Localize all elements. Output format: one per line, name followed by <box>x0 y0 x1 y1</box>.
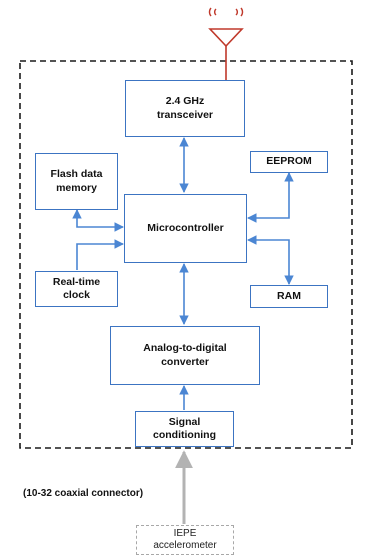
iepe-label-1: IEPE <box>173 527 197 539</box>
rtc-label-1: Real-time <box>52 275 101 288</box>
signal-label-1: Signal <box>168 415 201 428</box>
antenna-icon <box>208 28 244 80</box>
microcontroller-label: Microcontroller <box>147 221 224 234</box>
radio-waves-icon <box>208 7 244 17</box>
device-enclosure <box>19 60 353 449</box>
transceiver-label-2: transceiver <box>156 108 214 121</box>
transceiver-label-1: 2.4 GHz <box>165 95 205 108</box>
signal-conditioning-block: Signal conditioning <box>135 411 234 447</box>
adc-label-1: Analog-to-digital <box>143 342 227 355</box>
adc-label-2: converter <box>161 355 209 368</box>
arrow-mcu-eeprom <box>247 172 294 223</box>
adc-block: Analog-to-digital converter <box>110 326 260 385</box>
microcontroller-block: Microcontroller <box>124 194 247 263</box>
iepe-accelerometer-block: IEPE accelerometer <box>136 525 234 555</box>
connector-label: (10-32 coaxial connector) <box>23 488 144 499</box>
eeprom-label: EEPROM <box>266 155 312 168</box>
flash-memory-block: Flash data memory <box>35 153 118 210</box>
arrow-mcu-ram <box>247 235 294 285</box>
arrow-rtc-mcu <box>76 239 124 270</box>
flash-label-2: memory <box>56 181 97 194</box>
arrow-flash-mcu <box>72 209 124 232</box>
ram-block: RAM <box>250 285 328 308</box>
iepe-label-2: accelerometer <box>153 540 217 551</box>
signal-label-2: conditioning <box>153 429 216 441</box>
flash-label-1: Flash data <box>50 168 103 181</box>
ram-label: RAM <box>277 289 301 302</box>
rtc-label-2: clock <box>63 289 90 301</box>
eeprom-block: EEPROM <box>250 151 328 173</box>
real-time-clock-block: Real-time clock <box>35 271 118 307</box>
transceiver-block: 2.4 GHz transceiver <box>125 80 245 137</box>
